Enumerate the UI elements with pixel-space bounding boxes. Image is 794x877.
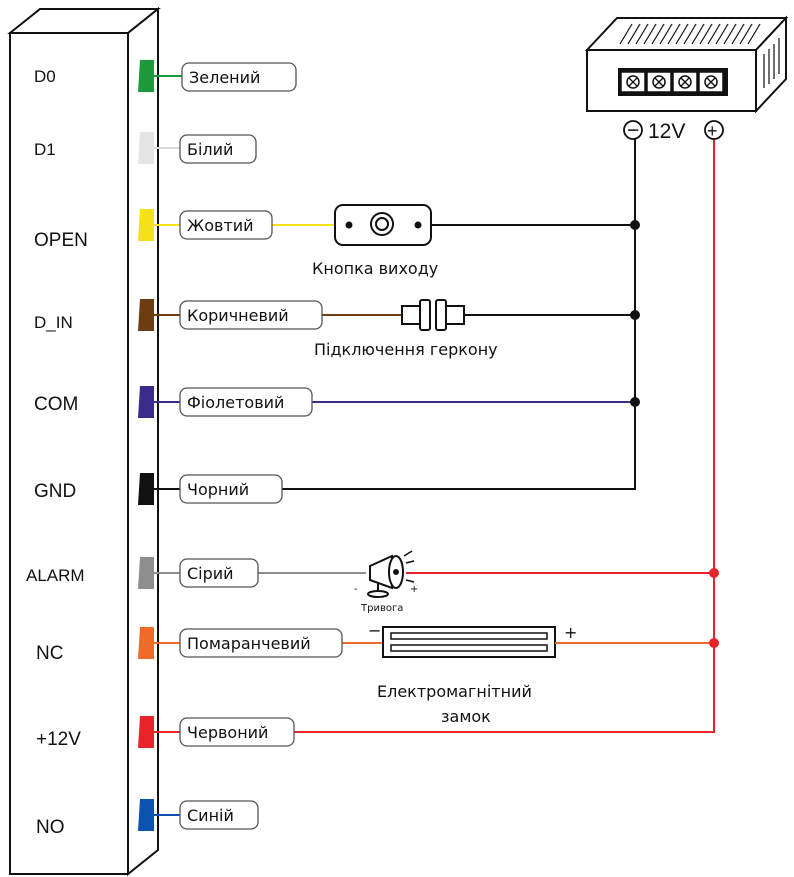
siren-label: Тривога (360, 603, 403, 614)
terminal-v12-name: +12V (36, 729, 81, 750)
label-pill-v12 (179, 717, 295, 747)
siren-plus: + (410, 584, 418, 595)
reed-switch-device (401, 299, 635, 331)
wire-label-din: Коричневий (187, 306, 289, 325)
maglock-device (382, 626, 714, 658)
terminal-gnd-name: GND (34, 481, 76, 502)
wire-label-com: Фіолетовий (187, 393, 284, 412)
controller-body (7, 6, 161, 877)
label-pill-alarm (179, 558, 259, 588)
label-pill-d1 (179, 134, 257, 164)
exit-button-label: Кнопка виходу (312, 259, 438, 278)
reed-switch-label: Підключення геркону (314, 340, 498, 359)
label-pill-d0 (181, 62, 297, 92)
siren-minus: - (354, 584, 358, 595)
exit-button-device (334, 204, 635, 246)
connector-gnd (138, 473, 154, 505)
label-pill-com (179, 387, 313, 417)
wire-v12 (138, 130, 715, 748)
psu-voltage-label: 12V (648, 120, 685, 143)
psu-minus-symbol: − (627, 119, 639, 142)
terminal-d0-name: D0 (34, 67, 56, 86)
wire-label-nc: Помаранчевий (187, 634, 311, 653)
terminal-d1-name: D1 (34, 140, 56, 159)
connector-nc (138, 627, 154, 659)
wire-d0 (138, 60, 184, 92)
junction-open (630, 220, 640, 230)
terminal-open-name: OPEN (34, 230, 88, 251)
maglock-label-line1: Електромагнітний (377, 682, 532, 701)
label-pill-open (179, 210, 273, 240)
wire-no (138, 799, 182, 831)
wire-label-d0: Зелений (189, 68, 260, 87)
terminal-din-name: D_IN (34, 313, 73, 332)
junction-com (630, 397, 640, 407)
wire-label-v12: Червоний (187, 723, 268, 742)
psu-plus-symbol: + (707, 121, 718, 141)
maglock-minus: − (368, 621, 381, 640)
connector-open (138, 209, 154, 241)
siren-icon (367, 550, 714, 598)
wire-label-no: Синій (187, 806, 234, 825)
terminal-nc-name: NC (36, 643, 63, 664)
label-pill-din (179, 300, 323, 330)
connector-alarm (138, 557, 154, 589)
wire-label-gnd: Чорний (187, 480, 249, 499)
wire-label-d1: Білий (187, 140, 233, 159)
maglock-label-line2: замок (441, 707, 491, 726)
connector-d0 (138, 60, 154, 92)
connector-com (138, 386, 154, 418)
label-pill-no (179, 800, 259, 830)
psu-minus-terminal (623, 120, 643, 140)
terminal-com-name: COM (34, 394, 78, 415)
label-pill-nc (179, 628, 343, 658)
connector-v12 (138, 716, 154, 748)
terminal-alarm-name: ALARM (26, 566, 85, 585)
label-pill-gnd (179, 474, 283, 504)
junction-nc (709, 638, 719, 648)
junction-din (630, 310, 640, 320)
maglock-plus: + (564, 623, 577, 642)
power-supply (584, 15, 789, 114)
connector-d1 (138, 132, 154, 164)
psu-plus-terminal (704, 120, 724, 140)
connector-no (138, 799, 154, 831)
wire-label-alarm: Сірий (187, 564, 234, 583)
connector-din (138, 299, 154, 331)
wire-d1 (138, 132, 182, 164)
junction-alarm (709, 568, 719, 578)
wire-label-open: Жовтий (187, 216, 254, 235)
terminal-no-name: NO (36, 817, 65, 838)
